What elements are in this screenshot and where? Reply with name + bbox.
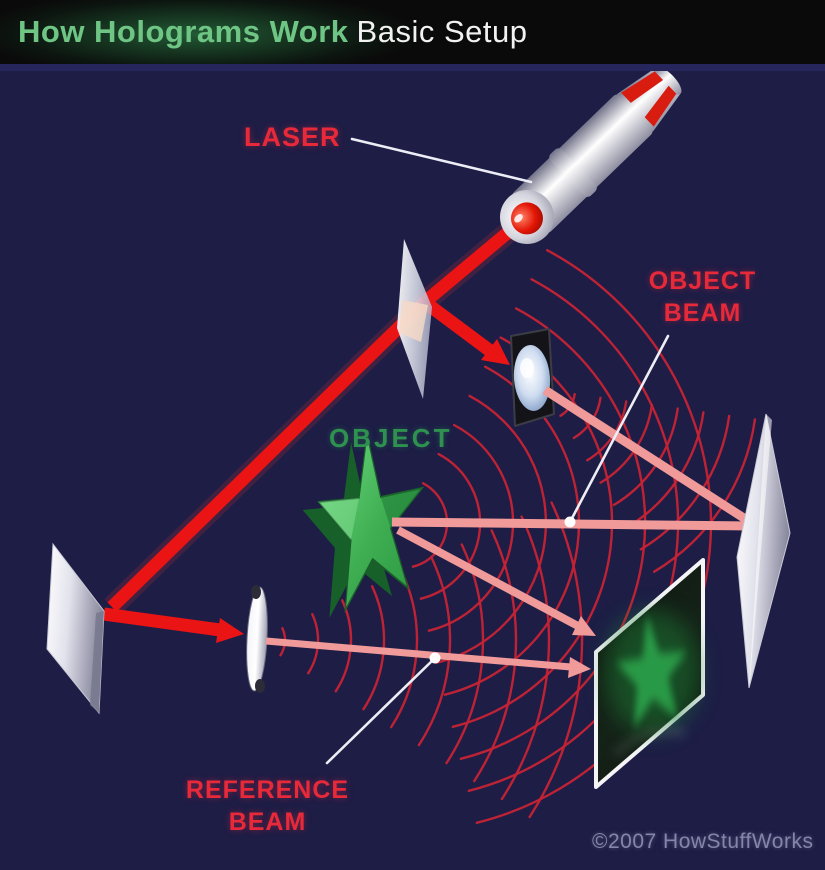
beams	[103, 210, 753, 678]
reference-beam-leader-line	[325, 656, 437, 765]
wavefront-arc	[473, 529, 518, 783]
holographic-plate	[594, 558, 705, 789]
object-beam-point	[564, 516, 576, 528]
object-beam-label: OBJECT BEAM	[625, 265, 780, 329]
leader-lines	[325, 137, 670, 765]
wavefront-arc	[411, 482, 449, 568]
laser-device	[500, 67, 682, 244]
wavefront-arc	[467, 278, 680, 792]
object-beam-label-line1: OBJECT	[648, 267, 757, 295]
wavefront-arc	[459, 307, 647, 760]
object-label: OBJECT	[329, 423, 453, 453]
reference-arrowhead	[216, 618, 244, 643]
laser-stripe	[621, 71, 664, 103]
lens-to-mirror-beam	[542, 386, 753, 526]
copyright: ©2007 HowStuffWorks	[592, 830, 814, 853]
hologram-star-image	[616, 615, 687, 729]
reference-beam-arrowhead	[568, 657, 591, 678]
reference-beam-label: REFERENCE BEAM	[155, 774, 380, 838]
object-beam-to-plate	[396, 526, 580, 630]
wavefront-arc	[419, 452, 482, 600]
title-glow	[0, 0, 560, 64]
object-mirror	[736, 413, 791, 689]
reference-mirror	[46, 542, 105, 715]
reference-beam-label-line1: REFERENCE	[185, 776, 350, 804]
wavefront-arc	[427, 423, 515, 632]
wavefront-arc	[475, 249, 713, 824]
wavefront-arc	[451, 336, 614, 728]
reference-arrow	[103, 607, 221, 637]
laser-leader-line	[350, 137, 533, 184]
beam-splitter	[397, 239, 432, 399]
laser-aperture	[510, 202, 543, 235]
title-subtitle: Basic Setup	[356, 14, 528, 49]
title-highlight: How Holograms Work	[18, 14, 349, 49]
object-beam-arrowhead	[572, 616, 596, 636]
split-beam-arrowhead	[481, 339, 510, 365]
laser-label: LASER	[244, 122, 341, 152]
beam-to-reference-mirror	[107, 296, 431, 612]
laser-stripe	[644, 85, 677, 127]
reference-beam-label-line2: BEAM	[228, 808, 307, 836]
object-star	[302, 430, 425, 618]
split-beam-arrow	[422, 297, 493, 356]
reference-beam-point	[429, 652, 441, 664]
reference-lens	[246, 585, 268, 693]
object-lens	[510, 328, 555, 427]
reference-beam-to-plate	[265, 637, 572, 671]
object-beam-leader-line	[568, 334, 670, 524]
object-beam-label-line2: BEAM	[663, 299, 742, 327]
wavefront-arc	[500, 515, 551, 801]
wavefront-arc	[528, 501, 584, 819]
